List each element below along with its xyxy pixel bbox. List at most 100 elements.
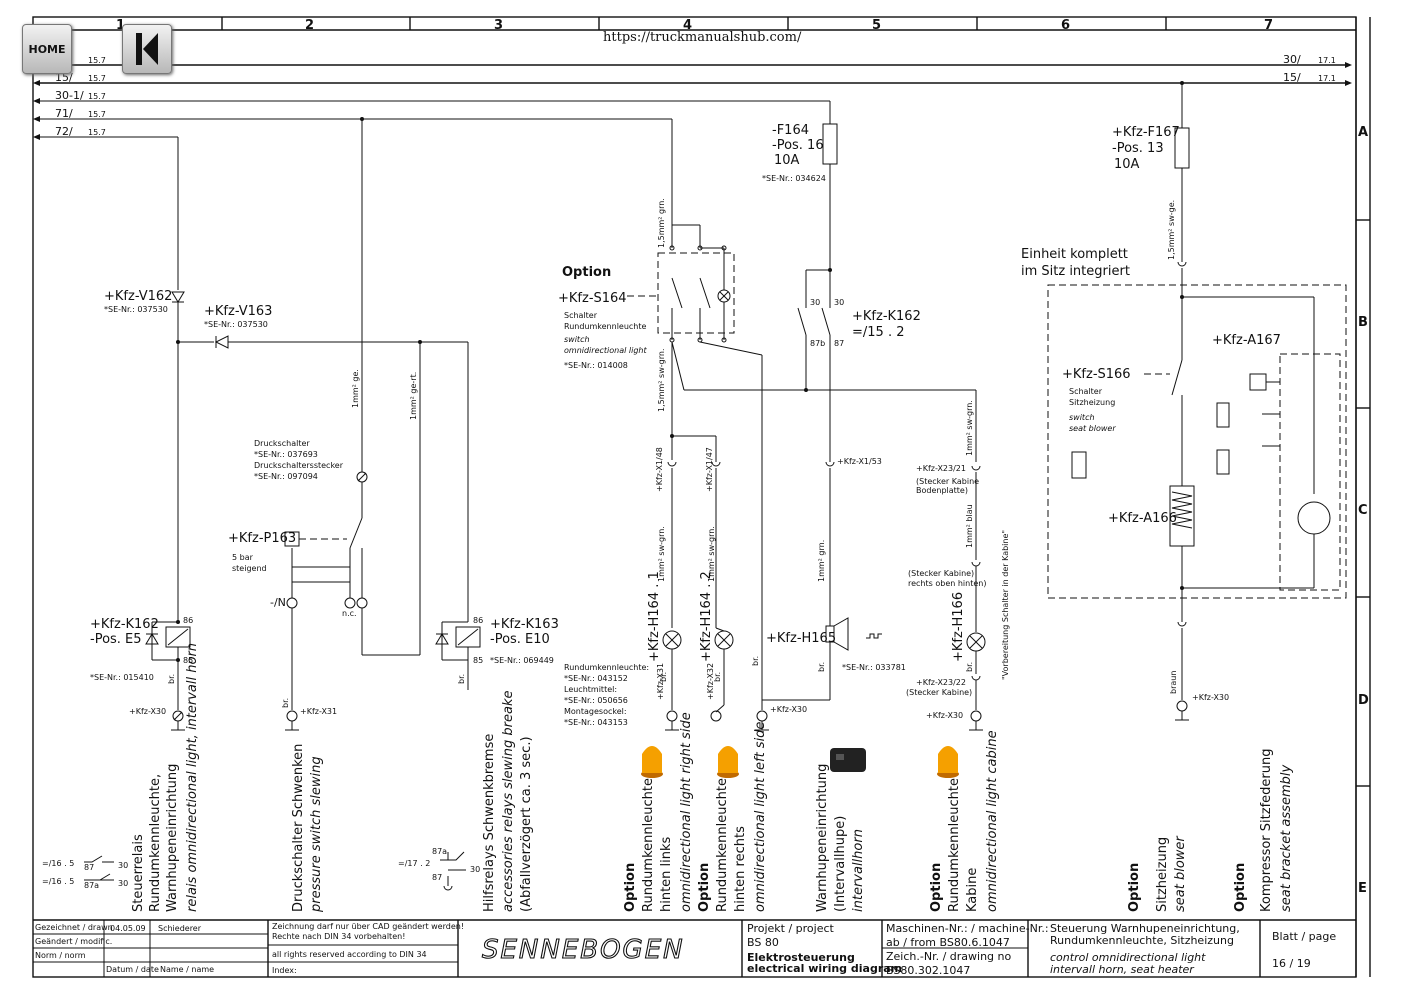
p163-label: +Kfz-P163 xyxy=(228,531,296,546)
source-url[interactable]: https://truckmanualshub.com/ xyxy=(603,30,802,45)
h165-label: +Kfz-H165 xyxy=(766,631,836,646)
desc-2-l1: Hilfsrelays Schwenkbremse xyxy=(482,734,497,912)
v163-label: +Kfz-V163 xyxy=(204,304,272,319)
note-1: Zeichnung darf nur über CAD geändert wer… xyxy=(272,922,464,931)
x30-label-3: +Kfz-X30 xyxy=(926,711,963,720)
x23-21-n2: Bodenplatte) xyxy=(916,486,968,495)
desc-7-opt: Option xyxy=(1127,863,1142,912)
h166-label: +Kfz-H166 xyxy=(951,592,966,662)
desc-1-l2: pressure switch slewing xyxy=(309,756,324,913)
unit-l2: im Sitz integriert xyxy=(1021,264,1130,279)
circuit-pressure-switch xyxy=(284,117,422,731)
sk2: rechts oben hinten) xyxy=(908,579,986,588)
k162b-ref: =/15 . 2 xyxy=(852,325,904,340)
wire-1mm-sw-grn-b: 1mm² sw-grn. xyxy=(707,526,716,582)
desc-en-2: intervall horn, seat heater xyxy=(1050,963,1195,976)
x23-22-label: +Kfz-X23/22 xyxy=(916,678,966,687)
nc-label: n.c. xyxy=(342,609,357,618)
modif-label: Geändert / modific. xyxy=(35,937,112,946)
vorbereitung-note: "Vorbereitung Schalter in der Kabine" xyxy=(1001,530,1010,680)
desc-0-l4: relais omnidirectional light, intervall … xyxy=(185,643,200,912)
svg-text:85: 85 xyxy=(183,656,193,665)
ds-title1: Druckschalter xyxy=(254,439,310,448)
k162-pos: -Pos. E5 xyxy=(90,632,142,647)
br-3: br. xyxy=(659,672,668,682)
svg-text:87b: 87b xyxy=(810,339,825,348)
col-5: 5 xyxy=(872,18,881,33)
unit-l1: Einheit komplett xyxy=(1021,247,1128,262)
row-E: E xyxy=(1358,881,1367,896)
s166-label: +Kfz-S166 xyxy=(1062,367,1131,382)
machine-label: Maschinen-Nr.: / machine-Nr.: xyxy=(886,922,1049,935)
lamp-info-1: *SE-Nr.: 043152 xyxy=(564,674,628,683)
wire-1mm-sw-grn-c: 1mm² sw-grn. xyxy=(965,400,974,456)
title-de: Elektrosteuerung xyxy=(747,951,855,964)
home-label: Home xyxy=(28,42,66,56)
circuit-seat xyxy=(1047,81,1347,721)
wire-1mm-ge-rt: 1mm² ge-rt. xyxy=(409,372,418,420)
ds-se2: *SE-Nr.: 097094 xyxy=(254,472,318,481)
f164-label: -F164 xyxy=(772,123,809,138)
row-C: C xyxy=(1358,503,1368,518)
circuit-f164-h165 xyxy=(762,101,882,701)
desc-3-l2: hinten links xyxy=(659,836,674,912)
row-D: D xyxy=(1358,693,1369,708)
x30-label-1: +Kfz-X30 xyxy=(129,707,166,716)
f167-amp: 10A xyxy=(1114,157,1140,172)
f164-amp: 10A xyxy=(774,153,800,168)
br-6: br. xyxy=(751,656,760,666)
ref-15-7d: 15.7 xyxy=(88,110,106,119)
desc-8-opt: Option xyxy=(1233,863,1248,912)
x31-label-2: +Kfz-X31 xyxy=(656,663,665,700)
ref-17-1: 17.1 xyxy=(1318,56,1336,65)
col-3: 3 xyxy=(494,18,503,33)
desc-5-l3: intervallhorn xyxy=(851,829,866,912)
page-label: Blatt / page xyxy=(1272,930,1336,943)
back-button[interactable] xyxy=(122,24,172,74)
br-4: br. xyxy=(713,672,722,682)
lamp-info-4: Montagesockel: xyxy=(564,707,627,716)
row-A: A xyxy=(1358,125,1368,140)
lamp-icon xyxy=(641,746,663,778)
svg-text:86: 86 xyxy=(183,616,193,625)
wire-1-5-sw-grn: 1,5mm² sw-grn. xyxy=(657,349,666,413)
desc-8-l2: seat bracket assembly xyxy=(1279,765,1294,912)
f167-label: +Kfz-F167 xyxy=(1112,125,1180,140)
s164-d1: Schalter xyxy=(564,311,598,320)
ref-30-right: 30/ xyxy=(1283,53,1301,66)
circuit-s164 xyxy=(627,119,977,731)
company-logo: SENNEBOGEN xyxy=(482,935,685,965)
left-bus-refs: 15.7 15/ 15.7 30-1/ 15.7 71/ 15.7 72/ 15… xyxy=(55,56,106,138)
c30-b: 30 xyxy=(118,879,128,888)
s164-label: +Kfz-S164 xyxy=(558,291,627,306)
drawn-date: 04.05.09 xyxy=(110,924,146,933)
x23-21-n1: (Stecker Kabine xyxy=(916,477,979,486)
ref-30-1: 30-1/ xyxy=(55,89,84,102)
x30-label-2: +Kfz-X30 xyxy=(770,705,807,714)
ds-se1: *SE-Nr.: 037693 xyxy=(254,450,318,459)
x23-21-label: +Kfz-X23/21 xyxy=(916,464,966,473)
lamp-info: Rundumkennleuchte: *SE-Nr.: 043152 Leuch… xyxy=(564,663,649,727)
c30-a: 30 xyxy=(118,861,128,870)
ref-15-7b: 15.7 xyxy=(88,74,106,83)
col-6: 6 xyxy=(1061,18,1070,33)
home-button[interactable]: Home xyxy=(22,24,72,74)
h164-1-label: +Kfz-H164 . 1 xyxy=(647,571,662,662)
frame xyxy=(32,16,1357,978)
wire-1mm-ge: 1mm² ge. xyxy=(351,369,360,408)
desc-4-l2: hinten rechts xyxy=(733,826,748,912)
project-cell: Projekt / project BS 80 Elektrosteuerung… xyxy=(747,922,1336,977)
date-label: Datum / date xyxy=(106,965,159,974)
norm-label: Norm / norm xyxy=(35,951,86,960)
a166-label: +Kfz-A166 xyxy=(1108,511,1177,526)
v162-label: +Kfz-V162 xyxy=(104,289,172,304)
a167-label: +Kfz-A167 xyxy=(1212,333,1281,348)
title-block-text: Gezeichnet / drawn 04.05.09 Schiederer G… xyxy=(35,922,464,975)
index-label: Index: xyxy=(272,966,297,975)
x1-53-label: +Kfz-X1/53 xyxy=(837,457,882,466)
p163-note2: steigend xyxy=(232,564,267,573)
desc-6-l2: Kabine xyxy=(965,868,980,912)
br-5: br. xyxy=(817,662,826,672)
s164-e2: omnidirectional light xyxy=(564,346,647,355)
ref-17-2: =/17 . 2 xyxy=(398,859,430,868)
